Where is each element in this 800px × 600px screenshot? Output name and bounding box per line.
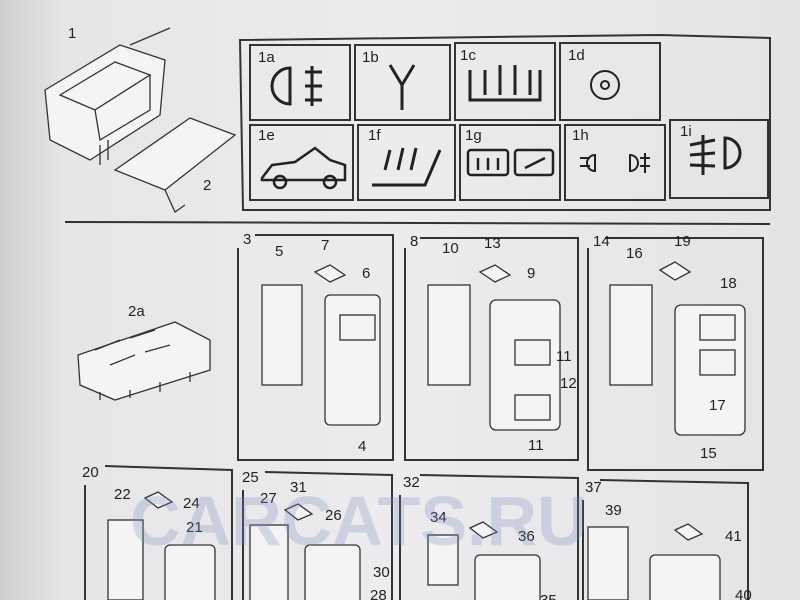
part-label: 13	[484, 235, 501, 252]
part-label: 35	[540, 592, 557, 600]
cell-label-1c: 1c	[460, 47, 476, 64]
part-label: 12	[560, 375, 577, 392]
group-label: 14	[593, 233, 610, 250]
seat-heater-icon	[372, 147, 442, 187]
part-label: 9	[527, 265, 535, 282]
part-label: 2	[203, 177, 211, 194]
group-label: 25	[242, 469, 259, 486]
part-label: 27	[260, 490, 277, 507]
part-label: 30	[373, 564, 390, 581]
part-label: 36	[518, 528, 535, 545]
cell-label-1e: 1e	[258, 127, 275, 144]
part-label: 28	[370, 587, 387, 600]
cell-label-1f: 1f	[368, 127, 381, 144]
cell-label-1b: 1b	[362, 49, 379, 66]
cell-label-1i: 1i	[680, 123, 692, 140]
cell-label-1d: 1d	[568, 47, 585, 64]
part-label: 16	[626, 245, 643, 262]
part-label: 18	[720, 275, 737, 292]
part-label: 24	[183, 495, 200, 512]
group-label: 32	[403, 474, 420, 491]
group-20: 20 22 24 21	[82, 464, 233, 600]
group-label: 8	[410, 233, 418, 250]
part-label: 31	[290, 479, 307, 496]
watermark: CARCATS.RU	[130, 482, 588, 560]
part-label: 11	[528, 437, 544, 454]
part-label: 17	[709, 397, 726, 414]
part-label: 5	[275, 243, 283, 260]
part-label: 41	[725, 528, 742, 545]
group-label: 37	[585, 479, 602, 496]
part-label: 6	[362, 265, 370, 282]
group-label: 3	[243, 231, 251, 248]
part-label: 15	[700, 445, 717, 462]
part-label: 40	[735, 587, 752, 600]
front-fog-light-icon	[689, 135, 742, 175]
cell-label-1a: 1a	[258, 49, 275, 66]
rear-fog-light-icon	[270, 66, 322, 106]
divider	[64, 221, 771, 225]
part-label: 1	[68, 25, 76, 42]
group-25: 25 27 31 26 30 28	[242, 469, 393, 600]
cell-label-1g: 1g	[465, 127, 482, 144]
icon-grid: 1a 1b 1c 1d 1e 1f 1g 1h 1i	[238, 33, 771, 211]
part-label: 34	[430, 509, 447, 526]
part-label: 39	[605, 502, 622, 519]
switch-drawing	[44, 27, 237, 213]
part-label: 7	[321, 237, 329, 254]
antenna-icon	[388, 64, 416, 110]
window-defrost-icon	[466, 148, 555, 177]
part-label: 10	[442, 240, 459, 257]
group-8: 8 10 13 9 11 12 11	[404, 233, 579, 461]
cell-label-1h: 1h	[572, 127, 589, 144]
fog-lights-icon	[580, 153, 650, 173]
rear-defrost-icon	[468, 65, 542, 102]
interior-light-icon	[590, 70, 620, 100]
group-32: 32 34 36 35	[399, 474, 579, 600]
group-label: 20	[82, 464, 99, 481]
part-label: 4	[358, 438, 366, 455]
part-label: 11	[556, 348, 572, 365]
group-14: 14 16 19 18 17 15	[587, 233, 764, 471]
switch-panel-2a	[77, 321, 211, 401]
group-37: 37 39 41 40	[582, 479, 752, 600]
convertible-roof-icon	[260, 146, 347, 190]
group-3: 3 5 7 6 4	[237, 231, 394, 461]
part-label: 22	[114, 486, 131, 503]
part-label: 26	[325, 507, 342, 524]
part-label: 21	[186, 519, 203, 536]
part-label: 19	[674, 233, 691, 250]
part-label: 2a	[128, 303, 145, 320]
